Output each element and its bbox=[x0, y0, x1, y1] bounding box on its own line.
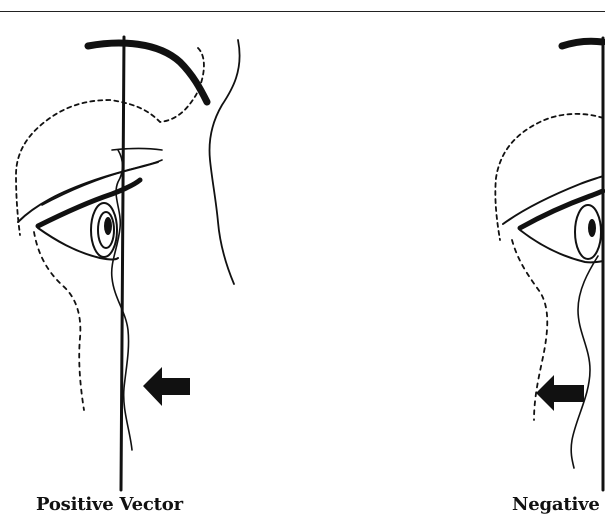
brow-arc bbox=[88, 43, 207, 102]
arrow-left-icon-right bbox=[536, 375, 584, 411]
arrow-left-icon bbox=[143, 367, 190, 406]
pupil bbox=[104, 217, 112, 235]
dotted-orbit-outline-right bbox=[495, 114, 603, 240]
lash-line bbox=[38, 180, 140, 226]
positive-vector-panel bbox=[16, 37, 240, 490]
cornea-right bbox=[575, 205, 601, 259]
facial-profile-upper bbox=[210, 40, 240, 284]
cheek-contour-right bbox=[571, 256, 598, 468]
upper-eyelid-right bbox=[503, 176, 603, 224]
dotted-cheek-outline bbox=[34, 232, 84, 410]
caption-positive-vector: Positive Vector bbox=[36, 494, 183, 515]
upper-eyelid bbox=[18, 162, 158, 222]
negative-vector-panel bbox=[495, 38, 603, 490]
brow-arc-right bbox=[562, 41, 603, 46]
vertical-reference-line bbox=[121, 37, 124, 490]
upper-fold bbox=[112, 149, 162, 151]
caption-negative-vector: Negative bbox=[512, 494, 600, 515]
pupil-right bbox=[588, 219, 596, 237]
